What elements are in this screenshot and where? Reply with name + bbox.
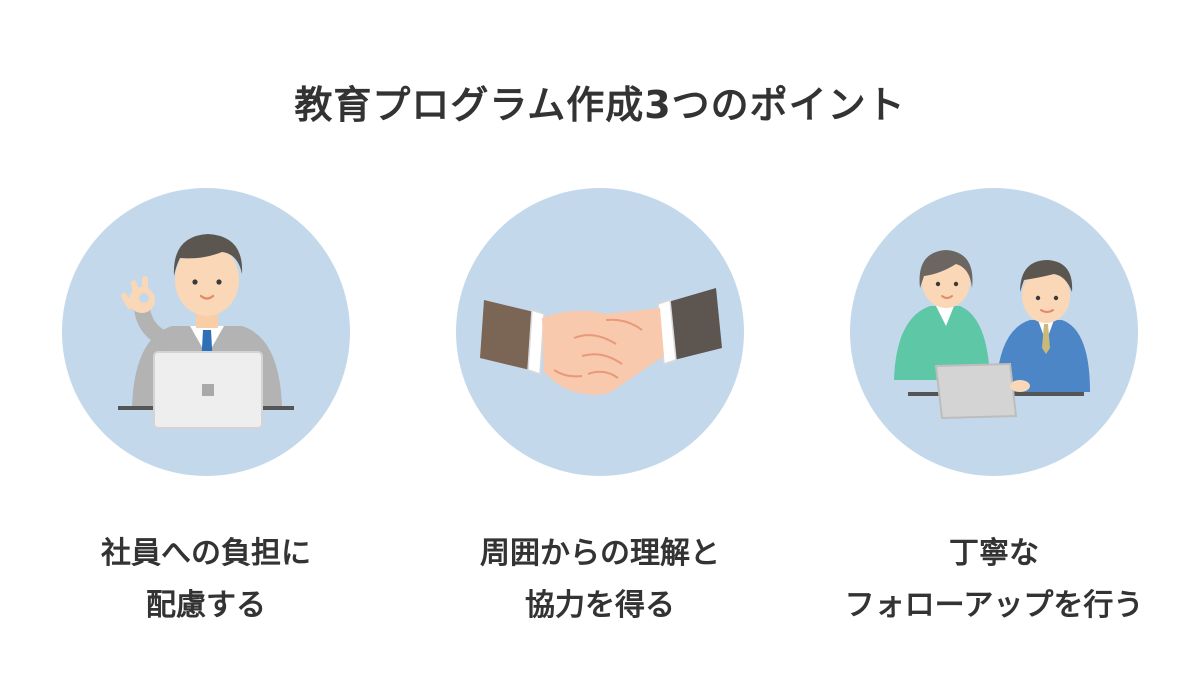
point-card-1: 社員への負担に 配慮する (26, 188, 386, 648)
caption-line: 社員への負担に (101, 536, 311, 571)
caption-line: フォローアップを行う (844, 588, 1144, 623)
point-caption-3: 丁寧な フォローアップを行う (794, 528, 1194, 632)
caption-line: 周囲からの理解と (480, 536, 720, 571)
two-people-laptop-icon (894, 250, 1090, 420)
point-card-3: 丁寧な フォローアップを行う (814, 188, 1174, 648)
point-caption-1: 社員への負担に 配慮する (6, 528, 406, 632)
caption-line: 配慮する (146, 588, 266, 623)
handshake-icon (480, 288, 722, 395)
caption-line: 丁寧な (949, 536, 1039, 571)
illustration-circle-1 (62, 188, 350, 476)
caption-line: 協力を得る (525, 588, 675, 623)
page-title: 教育プログラム作成3つのポイント (294, 83, 906, 127)
illustration-circle-2 (456, 188, 744, 476)
point-card-2: 周囲からの理解と 協力を得る (420, 188, 780, 648)
illustration-circle-3 (850, 188, 1138, 476)
businessman-laptop-ok-gesture-icon (118, 234, 294, 429)
point-caption-2: 周囲からの理解と 協力を得る (400, 528, 800, 632)
